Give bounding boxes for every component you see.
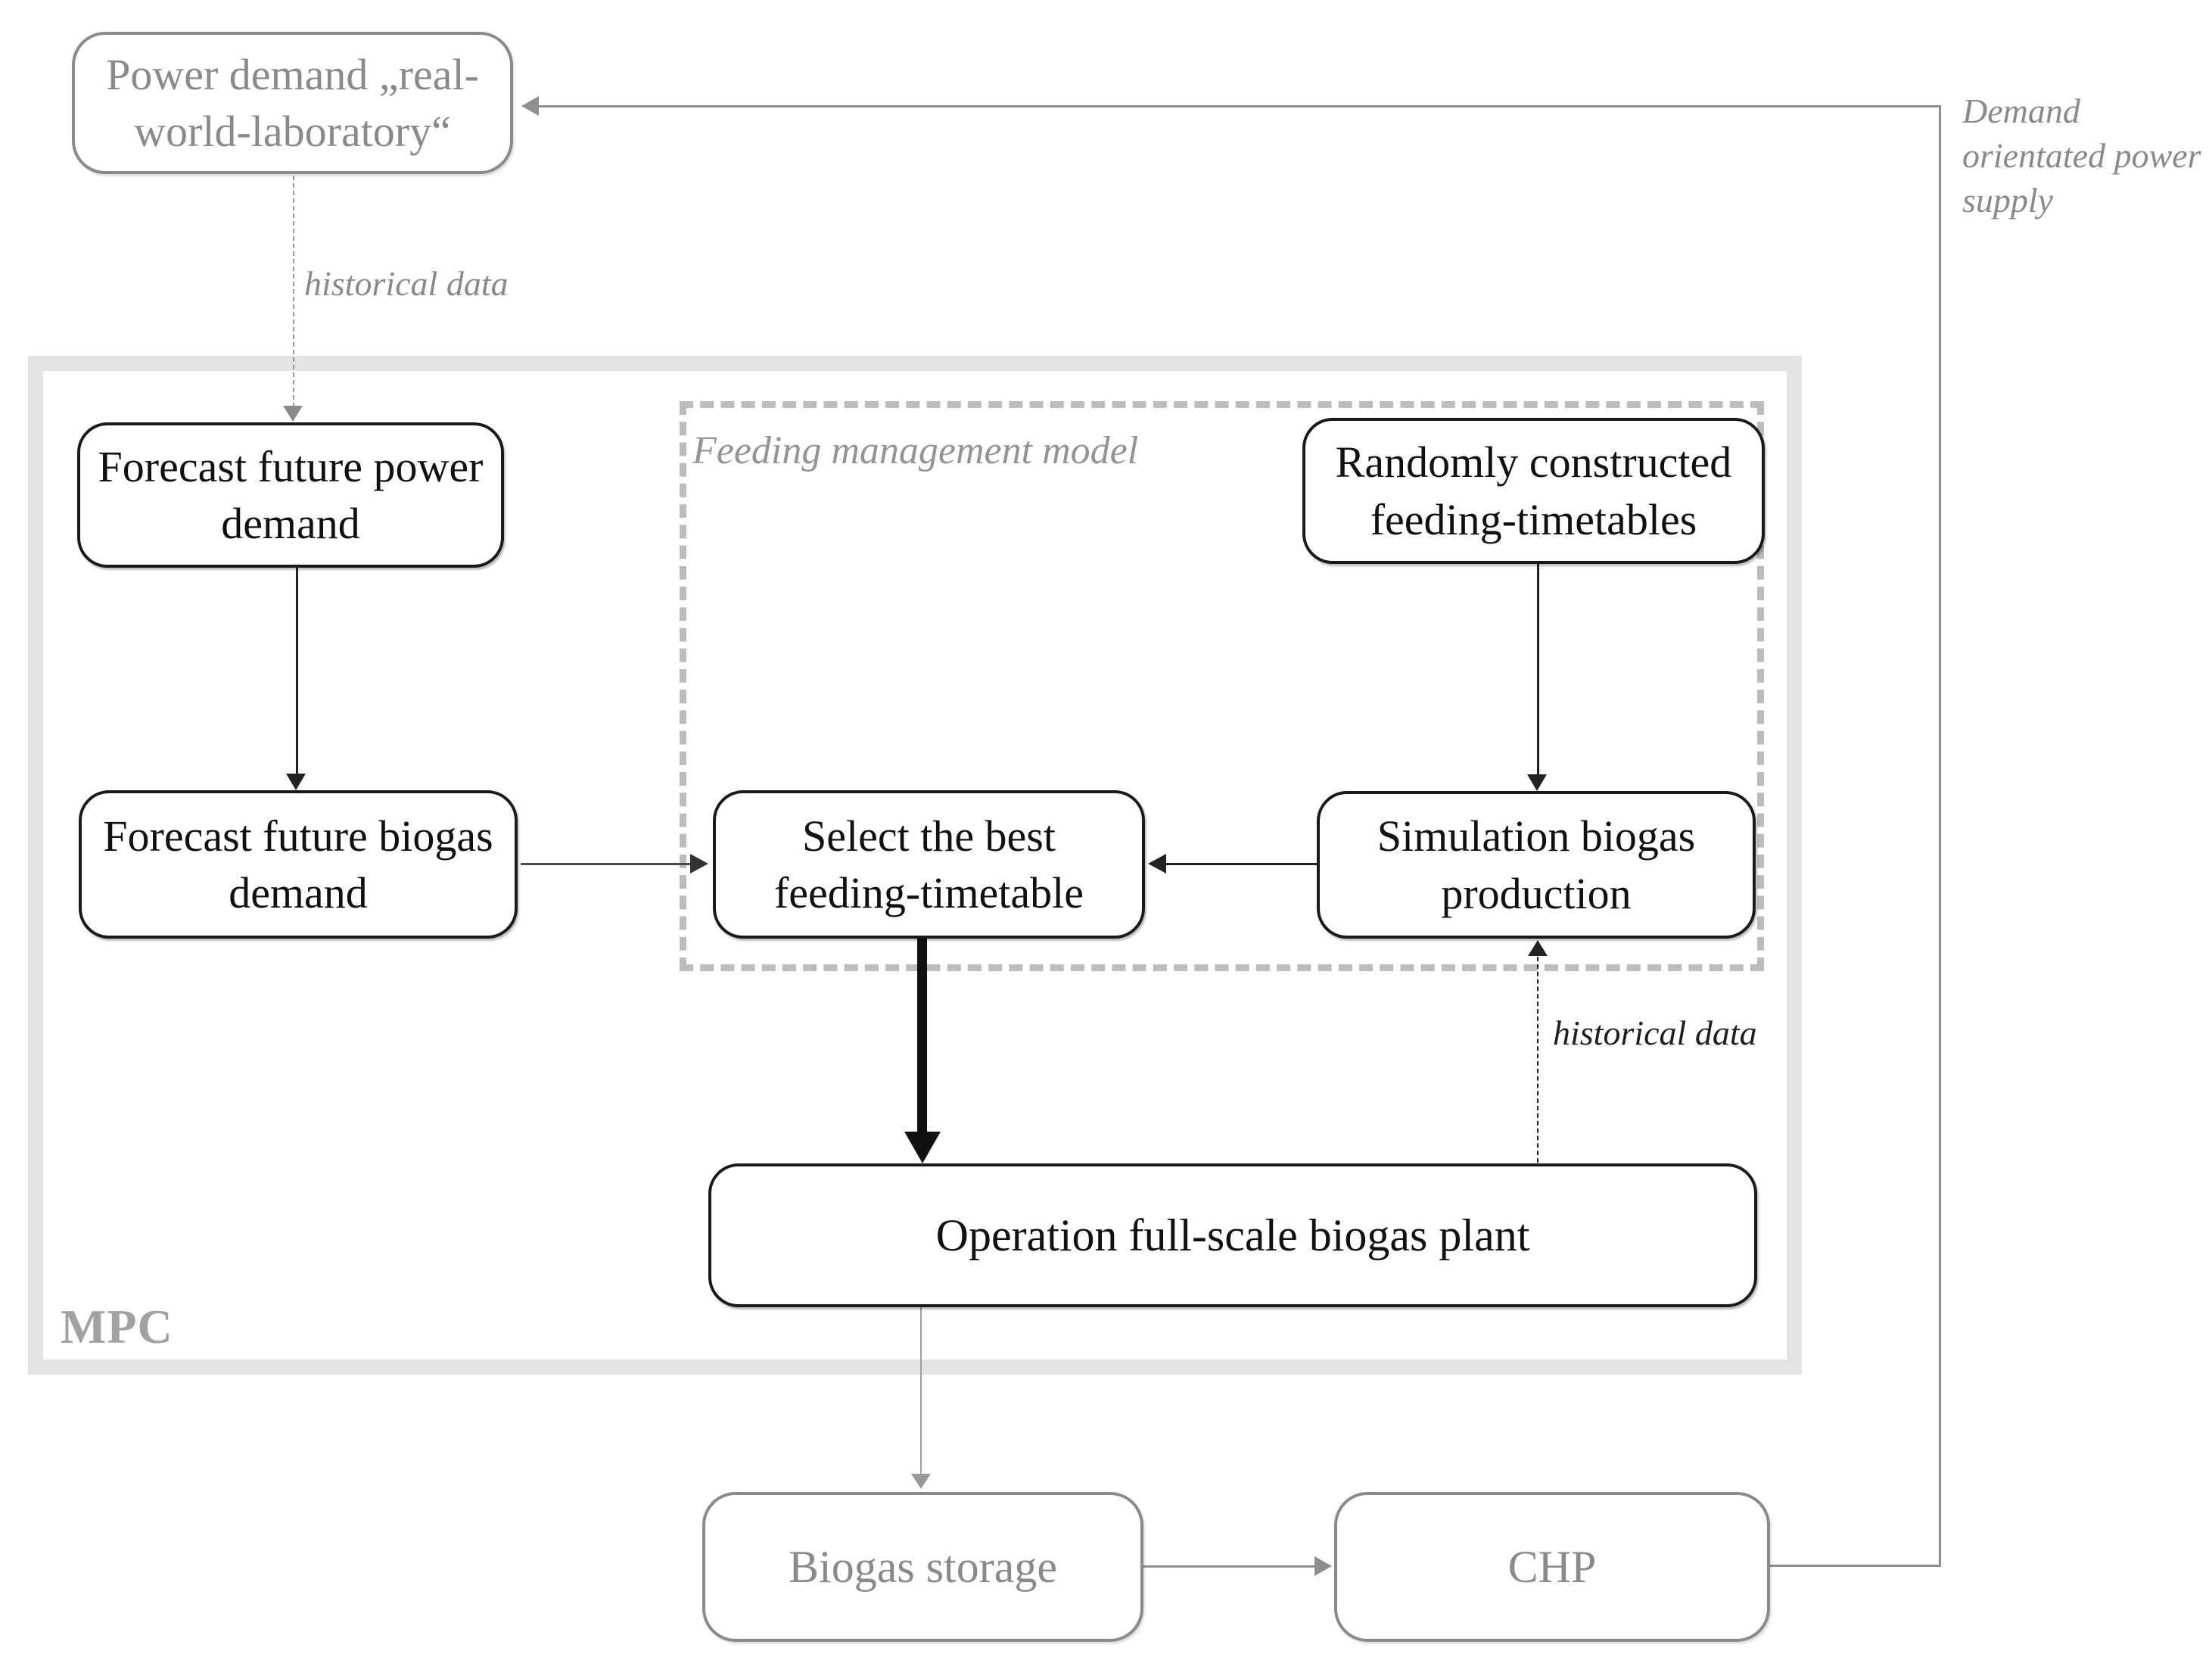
- biogas-storage-box: Biogas storage: [702, 1492, 1143, 1642]
- simulation-biogas-box: Simulation biogas production: [1317, 791, 1756, 939]
- connector-historical-data-feedback-line: [1537, 957, 1538, 1163]
- select-timetable-label: Select the best feeding-timetable: [773, 811, 1084, 917]
- chp-label: CHP: [1507, 1542, 1597, 1592]
- random-timetables-box: Randomly constructed feeding-timetables: [1302, 418, 1765, 564]
- connector-storage-to-chp-line: [1143, 1565, 1316, 1568]
- operation-plant-label: Operation full-scale biogas plant: [935, 1210, 1530, 1260]
- demand-orientated-power-supply-label: Demand orientated power supply: [1962, 92, 2201, 220]
- arrow-up-icon: [1528, 940, 1548, 956]
- mpc-container-frame: [28, 356, 1802, 1375]
- feeding-management-model-frame: [680, 401, 1764, 971]
- connector-biogas-to-select-line: [521, 863, 692, 865]
- arrow-down-bold-icon: [904, 1132, 941, 1163]
- arrow-down-icon: [1527, 774, 1547, 791]
- forecast-power-demand-label: Forecast future power demand: [98, 441, 484, 548]
- power-demand-box: Power demand „real-world-laboratory“: [72, 32, 513, 174]
- forecast-power-demand-box: Forecast future power demand: [77, 422, 504, 568]
- arrow-left-icon: [521, 96, 539, 116]
- mpc-label: MPC: [61, 1300, 173, 1353]
- random-timetables-label: Randomly constructed feeding-timetables: [1335, 438, 1732, 544]
- arrow-down-icon: [911, 1474, 931, 1489]
- feeding-management-model-label: Feeding management model: [692, 429, 1139, 472]
- chp-box: CHP: [1334, 1492, 1770, 1642]
- historical-data-top-label: historical data: [304, 264, 509, 303]
- connector-select-to-operation-line: [917, 939, 927, 1134]
- arrow-left-icon: [1148, 854, 1166, 874]
- connector-simulation-to-select-line: [1166, 863, 1317, 865]
- connector-chp-feedback-top-line: [538, 105, 1941, 107]
- arrow-right-icon: [690, 854, 708, 874]
- connector-historical-data-line: [293, 176, 294, 407]
- select-timetable-box: Select the best feeding-timetable: [713, 790, 1145, 939]
- simulation-biogas-label: Simulation biogas production: [1377, 811, 1696, 918]
- arrow-down-icon: [283, 406, 303, 422]
- historical-data-simulation-label: historical data: [1553, 1014, 1757, 1052]
- operation-plant-box: Operation full-scale biogas plant: [708, 1163, 1757, 1307]
- forecast-biogas-demand-label: Forecast future biogas demand: [103, 811, 493, 917]
- forecast-biogas-demand-box: Forecast future biogas demand: [79, 790, 518, 939]
- biogas-storage-label: Biogas storage: [789, 1542, 1057, 1592]
- arrow-down-icon: [286, 774, 306, 790]
- arrow-right-icon: [1314, 1556, 1332, 1576]
- power-demand-label: Power demand „real-world-laboratory“: [106, 49, 479, 156]
- connector-chp-feedback-bottom-line: [1770, 1565, 1941, 1567]
- connector-operation-to-storage-line: [920, 1306, 922, 1476]
- connector-forecast-line: [296, 568, 298, 775]
- connector-random-to-simulation-line: [1537, 564, 1539, 776]
- connector-chp-feedback-vertical-line: [1939, 105, 1941, 1567]
